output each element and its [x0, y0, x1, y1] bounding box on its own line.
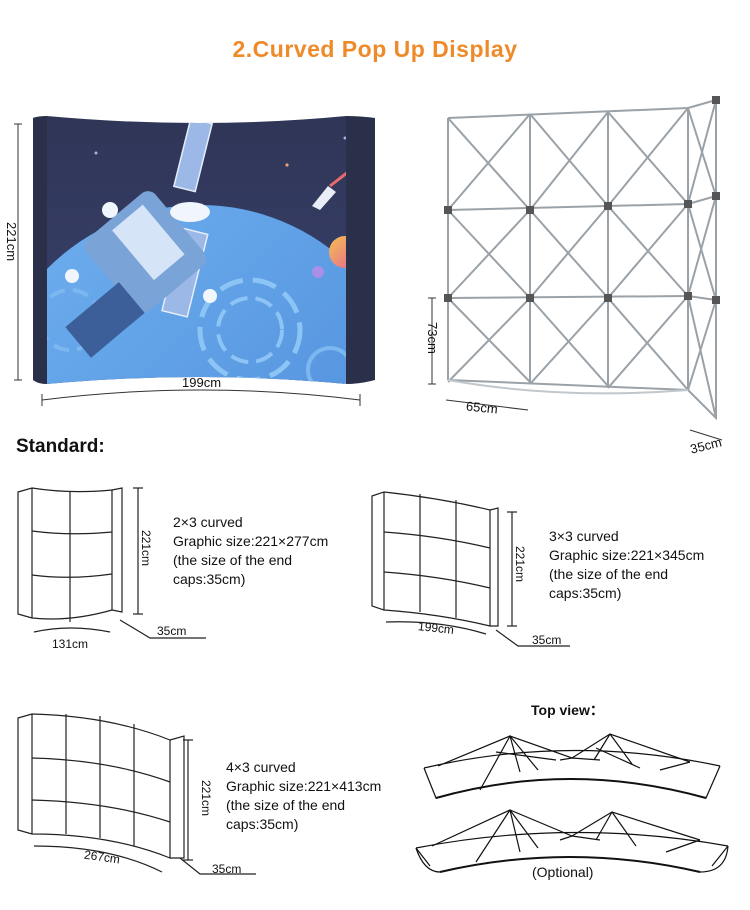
model-2x3-note-line2: caps:35cm)	[173, 571, 246, 587]
model-2x3-description: 2×3 curved Graphic size:221×277cm (the s…	[173, 513, 328, 589]
top-view-optional-label: (Optional)	[532, 864, 594, 880]
model-3x3-cap-label: 35cm	[532, 633, 562, 647]
model-4x3-note-line2: caps:35cm)	[226, 816, 299, 832]
top-view-heading: Top view：	[531, 702, 604, 718]
right-end-cap	[346, 116, 375, 384]
model-4x3-graphic-size: Graphic size:221×413cm	[226, 778, 382, 794]
model-2x3-name: 2×3 curved	[173, 514, 243, 530]
model-3x3-note-line2: caps:35cm)	[549, 585, 622, 601]
page-title: 2.Curved Pop Up Display	[232, 36, 518, 62]
model-3x3-description: 3×3 curved Graphic size:221×345cm (the s…	[549, 527, 704, 603]
photo-width-label: 199cm	[182, 375, 222, 390]
model-2x3-width-label: 131cm	[52, 637, 89, 651]
model-4x3-cap-label: 35cm	[212, 862, 242, 876]
model-2x3-graphic-size: Graphic size:221×277cm	[173, 533, 329, 549]
model-4x3-note-line1: (the size of the end	[226, 797, 346, 813]
standard-heading: Standard:	[16, 436, 105, 457]
model-4x3-description: 4×3 curved Graphic size:221×413cm (the s…	[226, 758, 381, 834]
model-2x3-note-line1: (the size of the end	[173, 552, 293, 568]
model-2x3-cap-label: 35cm	[157, 624, 187, 638]
model-3x3-graphic-size: Graphic size:221×345cm	[549, 547, 705, 563]
model-3x3-note-line1: (the size of the end	[549, 566, 669, 582]
model-3x3-name: 3×3 curved	[549, 528, 619, 544]
model-4x3-name: 4×3 curved	[226, 759, 296, 775]
left-end-cap	[33, 116, 47, 384]
